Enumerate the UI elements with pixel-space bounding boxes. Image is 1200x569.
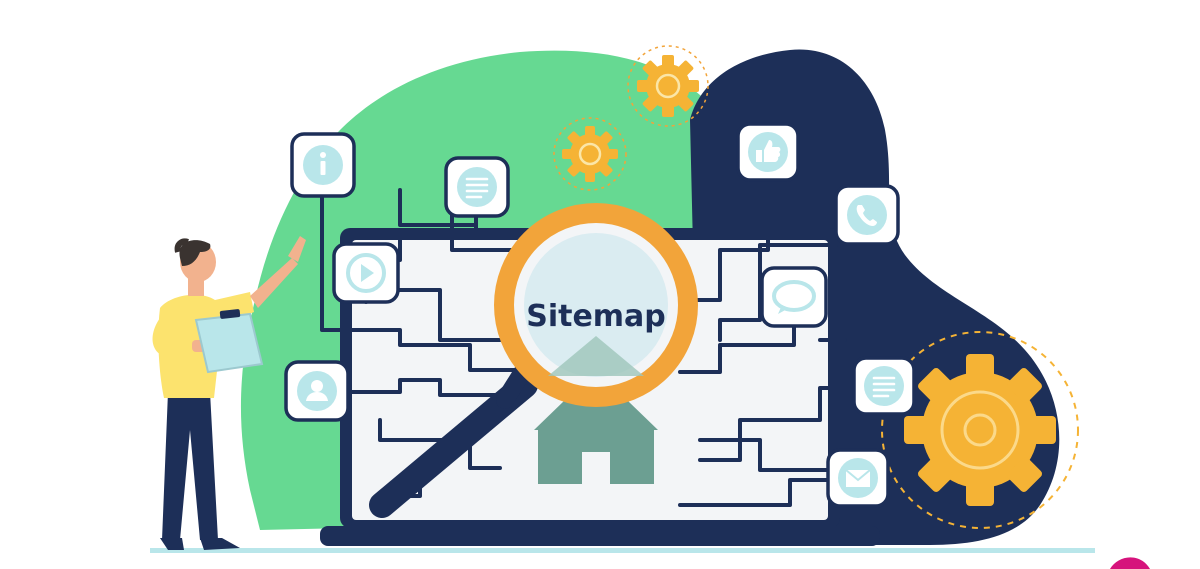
info-icon xyxy=(303,145,343,185)
info-card xyxy=(290,132,356,198)
gear-icon-large xyxy=(881,331,1079,529)
phone-icon xyxy=(847,195,887,235)
list-card xyxy=(852,356,916,416)
document-card xyxy=(444,156,510,218)
user-icon xyxy=(297,371,337,411)
list-icon xyxy=(864,366,904,406)
thumbs-up-icon xyxy=(748,132,788,172)
phone-card xyxy=(834,184,900,246)
mail-icon xyxy=(838,458,878,498)
person xyxy=(152,236,306,550)
thumbs-up-card xyxy=(736,122,800,182)
user-card xyxy=(284,360,350,422)
gear-icon-top xyxy=(627,45,709,127)
document-icon xyxy=(457,167,497,207)
play-icon xyxy=(346,253,386,293)
mail-card xyxy=(826,448,890,508)
sitemap-title: Sitemap xyxy=(526,299,666,334)
gear-icon-mid xyxy=(553,117,627,191)
chat-icon xyxy=(772,280,816,314)
chat-card xyxy=(760,266,828,328)
magenta-corner xyxy=(1110,557,1150,569)
play-card xyxy=(332,242,400,304)
magnifier: Sitemap xyxy=(369,203,698,518)
floor-line xyxy=(150,548,1095,553)
